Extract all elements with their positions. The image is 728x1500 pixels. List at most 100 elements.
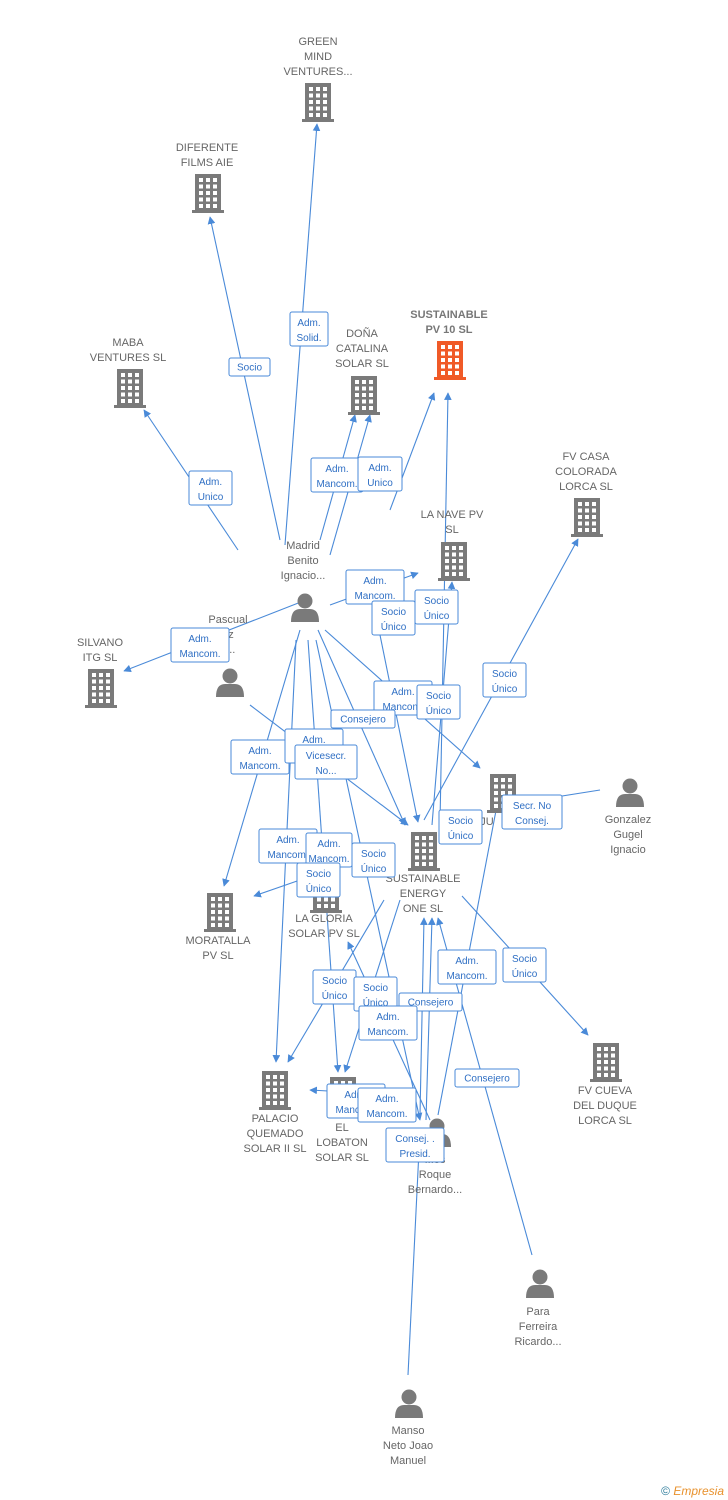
edge-label-18: Adm.Mancom. [258, 828, 318, 864]
edge-label-line: Adm. [248, 746, 271, 757]
edge-label-line: Consej. [515, 816, 549, 827]
edge-label-line: Mancom. [308, 854, 349, 865]
node-label-line: GREEN [298, 36, 337, 48]
edge-label-line: Presid. [399, 1149, 430, 1160]
edge-label-line: Mancom. [267, 850, 308, 861]
node-label-line: Gugel [613, 829, 642, 841]
node-label-line: LA GLORIA [295, 913, 353, 925]
person-icon[interactable] [395, 1389, 423, 1419]
edge-label-text: Adm. Mancom. [308, 839, 349, 865]
edge-label-line: Mancom. [239, 761, 280, 772]
edge-label-line: Mancom. [367, 1027, 408, 1038]
building-icon[interactable] [302, 83, 334, 122]
node-label-line: CATALINA [336, 343, 389, 355]
person-icon[interactable] [616, 778, 644, 808]
person-icon[interactable] [526, 1269, 554, 1299]
edge-line-27 [419, 917, 428, 1116]
edge-label-28: Consejero [454, 1068, 520, 1088]
copyright-notice[interactable]: © Empresia [661, 1484, 724, 1498]
node-label-line: SL [445, 524, 458, 536]
node-label-line: Ricardo... [514, 1336, 561, 1348]
building-icon[interactable] [85, 669, 117, 708]
building-icon[interactable] [571, 498, 603, 537]
building-icon[interactable] [438, 542, 470, 581]
edge-label-line: Adm. [317, 839, 340, 850]
node-label-line: Neto Joao [383, 1440, 433, 1452]
edge-label-line: Adm. [302, 735, 325, 746]
person-icon[interactable] [291, 593, 319, 623]
edge-label-line: Único [426, 704, 452, 717]
node-label: JU [480, 816, 494, 828]
edge-label-line: Socio [361, 849, 386, 860]
edge-label-line: Mancom. [179, 649, 220, 660]
edge-label-line: Único [361, 862, 387, 875]
edge-label-text: Adm.Mancom. [335, 1090, 376, 1116]
edge-label-text: Adm. Mancom. [239, 746, 280, 772]
edge-line-18 [379, 634, 421, 823]
node-label-line: Ignacio... [281, 570, 326, 582]
node-label-line: SILVANO [77, 637, 123, 649]
node-label-line: MIND [304, 51, 332, 63]
edge-label-line: Adm. [297, 318, 320, 329]
building-icon[interactable] [434, 341, 466, 380]
edge-label-line: Mancom. [316, 479, 357, 490]
building-icon[interactable] [204, 893, 236, 932]
node-label-line: MABA [112, 337, 144, 349]
building-icon[interactable] [590, 1043, 622, 1082]
building-icon[interactable] [408, 832, 440, 871]
edge-label-8: Adm. Mancom. [170, 627, 230, 663]
node-label-line: Gonzalez [605, 814, 651, 826]
edge-label-line: Consejero [340, 715, 386, 726]
edge-label-line: Consejero [408, 998, 454, 1009]
edge-label-line: Socio [426, 691, 451, 702]
node-label-line: Manuel [390, 1455, 426, 1467]
node-label-line: ONE SL [403, 903, 443, 915]
building-icon[interactable] [259, 1071, 291, 1110]
node-label-line: ENERGY [400, 888, 447, 900]
edge-label-line: Adm. [188, 634, 211, 645]
building-icon[interactable] [192, 174, 224, 213]
edge-label-line: Vicesecr. [306, 751, 346, 762]
building-icon[interactable] [348, 376, 380, 415]
edge-label-text: Adm.Mancom. [446, 956, 487, 982]
node-label-line: JU [480, 816, 494, 828]
person-icon[interactable] [216, 668, 244, 698]
building-icon[interactable] [114, 369, 146, 408]
node-label-line: Bernardo... [408, 1184, 462, 1196]
edge-label-2: Adm.Unico [188, 470, 233, 506]
edge-label-line: Adm. [455, 956, 478, 967]
edge-label-line: Solid. [296, 333, 321, 344]
copyright-symbol: © [661, 1484, 670, 1498]
